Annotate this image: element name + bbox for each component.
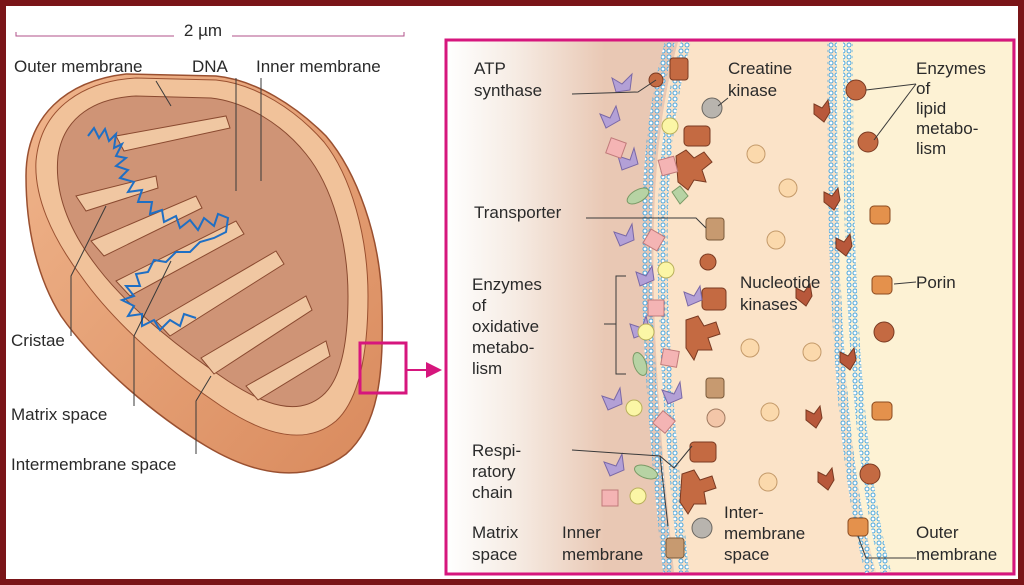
mitochondrion-overview: Outer membrane DNA Inner membrane Crista… — [11, 57, 442, 474]
label-matrix-space: Matrix space — [11, 405, 107, 424]
label-intermembrane-space: Intermembrane space — [11, 455, 176, 474]
label-outer-membrane: Outer membrane — [14, 57, 143, 76]
outer-membrane-bilayer — [827, 41, 875, 574]
inner-membrane-bilayer — [641, 40, 675, 573]
scale-bar: 2 µm — [15, 20, 405, 40]
dna-strand — [87, 126, 230, 332]
label-dna: DNA — [192, 57, 229, 76]
label-inner-membrane: Inner membrane — [256, 57, 381, 76]
label-cristae: Cristae — [11, 331, 65, 350]
mitochondrion-figure: 2 µm Outer membrane DNA Inner membrane — [11, 20, 1016, 576]
zoom-highlight-box — [358, 341, 408, 395]
label-porin: Porin — [916, 273, 956, 292]
scale-bar-label: 2 µm — [184, 21, 222, 40]
label-transporter: Transporter — [474, 203, 562, 222]
figure-frame: 2 µm Outer membrane DNA Inner membrane — [6, 6, 1018, 579]
